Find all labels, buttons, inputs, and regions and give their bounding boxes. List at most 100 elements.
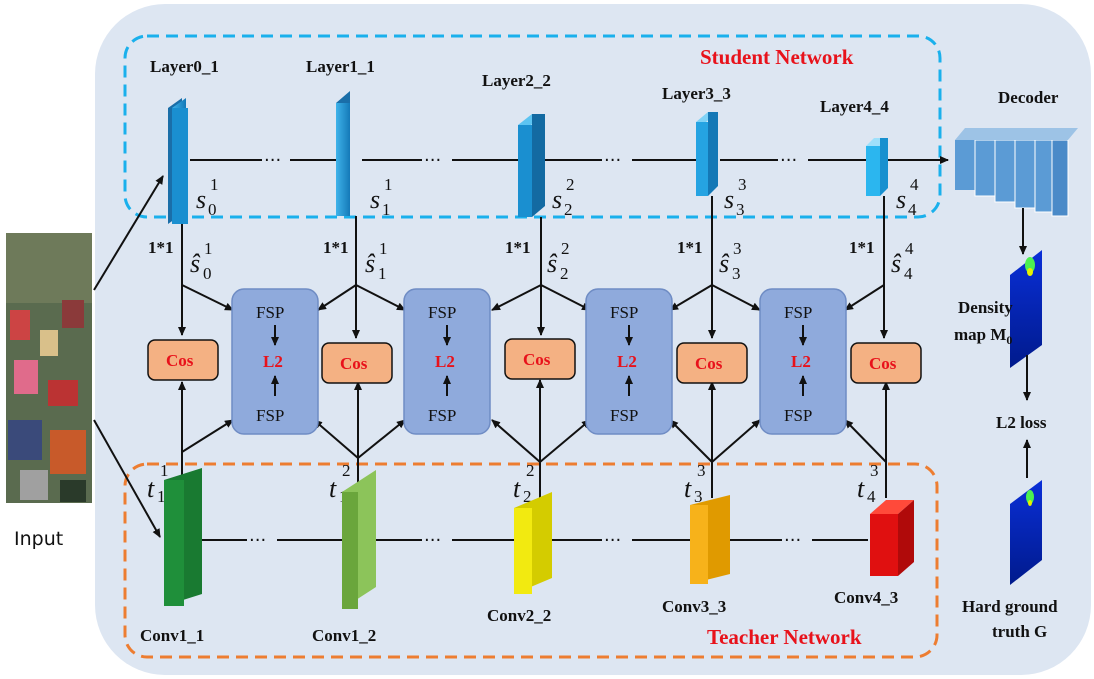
svg-text:t: t (857, 474, 865, 503)
layer-label-3: Layer3_3 (662, 84, 731, 103)
svg-text:3: 3 (694, 487, 703, 506)
svg-text:2: 2 (523, 487, 532, 506)
t-label-1: t1 1 (147, 461, 169, 506)
svg-text:0: 0 (208, 200, 217, 219)
decoder-label: Decoder (998, 88, 1059, 107)
svg-text:s: s (896, 185, 906, 214)
ground-truth-image (1010, 480, 1042, 585)
svg-text:ŝ: ŝ (547, 249, 558, 278)
conv-label-2: Conv1_2 (312, 626, 376, 645)
teacher-block-conv1-1 (164, 468, 202, 606)
svg-text:1: 1 (384, 175, 393, 194)
svg-text:3: 3 (733, 239, 742, 258)
l2-loss-label: L2 loss (996, 413, 1047, 432)
svg-text:0: 0 (203, 264, 212, 283)
svg-text:4: 4 (910, 175, 919, 194)
fsp-box-4: FSP L2 FSP (759, 288, 847, 435)
svg-text:Cos: Cos (166, 351, 194, 370)
svg-text:L2: L2 (435, 352, 455, 371)
cos-box-2: Cos (504, 338, 576, 380)
conv-1x1-label-4: 1*1 (849, 238, 875, 257)
student-block-layer0 (168, 98, 188, 224)
student-ellipsis-1: ··· (264, 150, 281, 171)
svg-text:Cos: Cos (869, 354, 897, 373)
fsp-box-2: FSP L2 FSP (403, 288, 491, 435)
svg-text:s: s (370, 185, 380, 214)
svg-text:Cos: Cos (340, 354, 368, 373)
input-label: Input (14, 528, 63, 550)
teacher-block-conv3-3 (690, 495, 730, 584)
svg-text:Cos: Cos (523, 350, 551, 369)
cos-box-1: Cos (321, 342, 393, 384)
cos-box-4: Cos (850, 342, 922, 384)
svg-text:1: 1 (382, 200, 391, 219)
svg-text:s: s (196, 185, 206, 214)
svg-text:FSP: FSP (784, 303, 812, 322)
s-hat-label-4: ŝ44 (891, 239, 914, 283)
svg-text:1: 1 (157, 487, 166, 506)
svg-text:t: t (513, 474, 521, 503)
t-label-4: t33 (684, 461, 706, 506)
svg-text:1: 1 (378, 264, 387, 283)
layer-label-0: Layer0_1 (150, 57, 219, 76)
svg-text:ŝ: ŝ (190, 249, 201, 278)
s-label-4: s4 4 (896, 175, 919, 219)
teacher-ellipsis-2: ··· (424, 530, 441, 551)
svg-text:3: 3 (738, 175, 747, 194)
s-hat-label-3: ŝ3 3 (719, 239, 742, 283)
svg-text:s: s (724, 185, 734, 214)
conv-1x1-label-3: 1*1 (677, 238, 703, 257)
svg-text:1: 1 (379, 239, 388, 258)
svg-text:2: 2 (566, 175, 575, 194)
svg-text:2: 2 (564, 200, 573, 219)
svg-text:1: 1 (160, 461, 169, 480)
svg-text:1: 1 (204, 239, 213, 258)
svg-text:ŝ: ŝ (719, 249, 730, 278)
s-label-1: s1 1 (370, 175, 393, 219)
ground-truth-label-2: truth G (992, 622, 1047, 641)
svg-text:4: 4 (904, 264, 913, 283)
s-hat-label-0: ŝ1 0 (190, 239, 213, 283)
fsp-box-3: FSP L2 FSP (585, 288, 673, 435)
teacher-ellipsis-3: ··· (604, 530, 621, 551)
student-block-layer3 (696, 112, 718, 196)
input-crowd-image (6, 233, 92, 503)
svg-text:4: 4 (908, 200, 917, 219)
s-hat-label-1: ŝ11 (365, 239, 388, 283)
t-label-5: t34 (857, 461, 879, 506)
teacher-ellipsis-1: ··· (249, 530, 266, 551)
s-label-2: s2 2 (552, 175, 575, 219)
conv-label-4: Conv3_3 (662, 597, 726, 616)
svg-text:L2: L2 (263, 352, 283, 371)
svg-text:FSP: FSP (610, 406, 638, 425)
svg-text:t: t (329, 474, 337, 503)
svg-text:FSP: FSP (610, 303, 638, 322)
svg-text:4: 4 (867, 487, 876, 506)
svg-text:2: 2 (342, 461, 351, 480)
decoder-block (955, 128, 1078, 217)
svg-text:Cos: Cos (695, 354, 723, 373)
student-block-layer4 (866, 138, 888, 196)
teacher-block-conv1-2 (342, 470, 376, 609)
svg-text:1: 1 (210, 175, 219, 194)
s-hat-label-2: ŝ22 (547, 239, 570, 283)
svg-text:t: t (147, 474, 155, 503)
teacher-block-conv2-2 (514, 492, 552, 594)
cos-box-0: Cos (147, 339, 219, 381)
svg-text:FSP: FSP (784, 406, 812, 425)
svg-text:3: 3 (736, 200, 745, 219)
density-map-label-2: map M0 (954, 325, 1012, 347)
student-network-title: Student Network (700, 45, 854, 69)
conv-1x1-label-0: 1*1 (148, 238, 174, 257)
conv-label-5: Conv4_3 (834, 588, 898, 607)
cos-box-3: Cos (676, 342, 748, 384)
svg-text:2: 2 (526, 461, 535, 480)
svg-text:s: s (552, 185, 562, 214)
teacher-block-conv4-3 (870, 500, 914, 576)
student-network-box (123, 34, 942, 219)
svg-text:t: t (684, 474, 692, 503)
t-label-3: t2 2 (513, 461, 535, 506)
svg-text:3: 3 (732, 264, 741, 283)
s-label-3: s3 3 (724, 175, 747, 219)
